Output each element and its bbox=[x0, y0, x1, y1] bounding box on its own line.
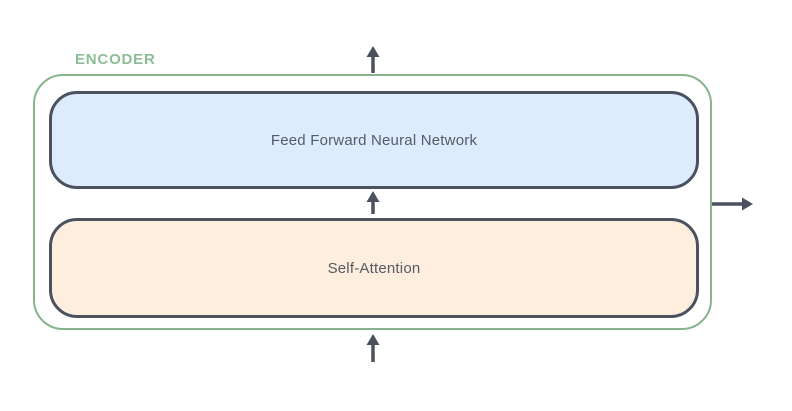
self-attention-label: Self-Attention bbox=[327, 259, 421, 277]
output-arrow-right-icon bbox=[712, 197, 753, 211]
self-attention-block: Self-Attention bbox=[49, 218, 699, 318]
output-arrow-top-icon bbox=[366, 46, 380, 73]
feed-forward-block: Feed Forward Neural Network bbox=[49, 91, 699, 189]
encoder-label: ENCODER bbox=[75, 51, 156, 68]
input-arrow-icon bbox=[366, 334, 380, 362]
attention-to-ffnn-arrow-icon bbox=[366, 191, 380, 214]
encoder-container: Feed Forward Neural Network Self-Attenti… bbox=[33, 74, 712, 330]
feed-forward-label: Feed Forward Neural Network bbox=[270, 131, 478, 149]
